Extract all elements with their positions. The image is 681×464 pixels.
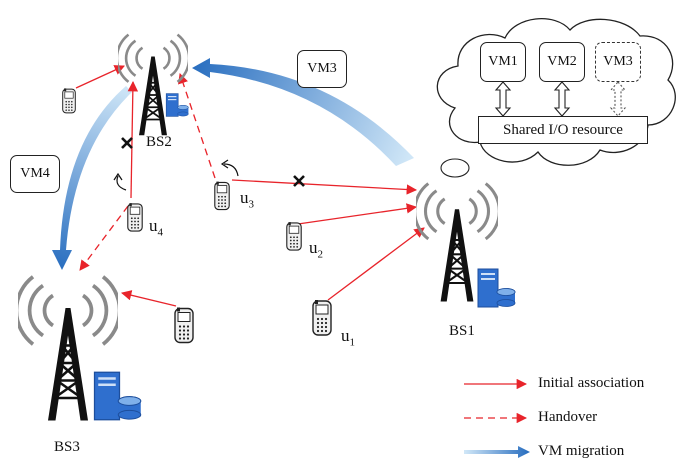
bs3-server-icon xyxy=(93,371,142,421)
vm4-migration-arrow xyxy=(52,86,132,270)
u1-label: u1 xyxy=(341,326,355,349)
shared-io-resource-box: Shared I/O resource xyxy=(478,116,648,144)
cross-mark-u3 xyxy=(293,175,305,187)
move-arrow-u4 xyxy=(116,175,127,191)
vm3-migration-arrow xyxy=(192,58,414,166)
u1-phone-icon xyxy=(312,299,332,336)
assoc-u2-bs1 xyxy=(297,203,418,225)
cloud-vm2-box: VM2 xyxy=(539,42,585,82)
bs2-tower-icon xyxy=(118,33,188,137)
phone-icon-bs2-area xyxy=(62,88,76,114)
bs1-server-icon xyxy=(477,268,516,308)
cloud-vm1-box: VM1 xyxy=(480,42,526,82)
assoc-phone-bs2 xyxy=(75,65,125,89)
assoc-u3-bs1 xyxy=(231,179,418,195)
move-arrow-u3 xyxy=(223,163,239,177)
assoc-u1-bs1 xyxy=(327,227,425,301)
legend-initial-label: Initial association xyxy=(538,375,645,391)
cross-mark-u4 xyxy=(121,137,133,149)
handover-u3-bs2 xyxy=(178,73,216,179)
bs3-label: BS3 xyxy=(54,439,80,455)
handover-u4-bs3 xyxy=(79,205,129,271)
phone-icon-bs3-area xyxy=(174,306,194,344)
assoc-phone-bs3 xyxy=(120,290,177,307)
bs2-label: BS2 xyxy=(146,134,172,150)
move-arrow-u3-head xyxy=(220,159,229,169)
legend-migration-label: VM migration xyxy=(538,443,625,459)
bs1-label: BS1 xyxy=(449,323,475,339)
u4-label: u4 xyxy=(149,216,163,239)
bs2-server-icon xyxy=(165,93,189,117)
vm3-io-arrow xyxy=(609,81,627,117)
move-arrow-u4-head xyxy=(113,172,123,181)
cloud-tail-bubble xyxy=(440,158,470,178)
u2-phone-icon xyxy=(286,222,302,251)
vm3-migration-label: VM3 xyxy=(297,50,347,88)
legend-migration-arrow xyxy=(464,446,530,458)
cloud-vm3-box: VM3 xyxy=(595,42,641,82)
vm4-migration-label: VM4 xyxy=(10,155,60,193)
u3-label: u3 xyxy=(240,188,254,211)
assoc-u4-bs2 xyxy=(127,80,139,199)
u3-phone-icon xyxy=(214,180,230,211)
legend-handover-label: Handover xyxy=(538,409,598,425)
u2-label: u2 xyxy=(309,238,323,261)
u4-phone-icon xyxy=(127,203,143,232)
